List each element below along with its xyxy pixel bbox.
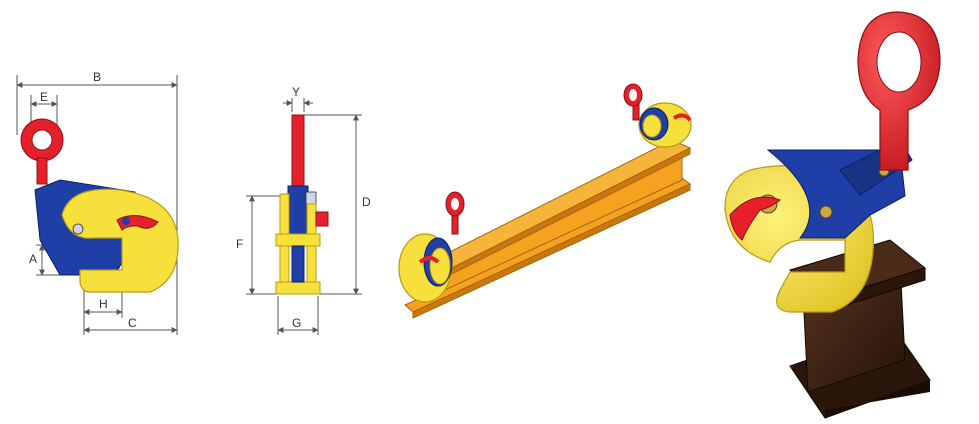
front-view: B E A H C [16,70,179,335]
dim-label-h: H [99,297,108,311]
beam-with-clamps [398,83,692,319]
dim-label-d: D [362,195,371,209]
dim-label-a: A [29,252,37,266]
clamp-on-steel-beam [724,11,941,419]
side-cam-lever-icon [315,211,329,227]
dim-label-y: Y [292,85,300,99]
orange-i-beam-icon [404,139,692,319]
dim-label-b: B [93,70,101,84]
red-cam-lever-icon [116,215,159,231]
dim-label-c: C [128,316,137,330]
yellow-clamp-body-icon [61,188,179,293]
side-yellow-plate-right [306,203,317,295]
red-lifting-eye-icon [20,118,64,185]
side-lifting-eye-icon [291,114,305,196]
left-beam-clamp [398,191,465,303]
right-beam-clamp [623,83,692,148]
left-clamp-eye-icon [445,191,465,235]
photo-red-cam-lever-icon [729,196,782,241]
dim-label-g: G [292,316,301,330]
photo-red-lifting-eye-icon [857,11,941,171]
side-view: Y D F G [236,85,371,335]
dim-label-f: F [236,237,243,251]
right-clamp-eye-icon [623,83,643,121]
dim-label-e: E [40,90,48,104]
side-view-dimensions: Y D F G [236,85,371,335]
